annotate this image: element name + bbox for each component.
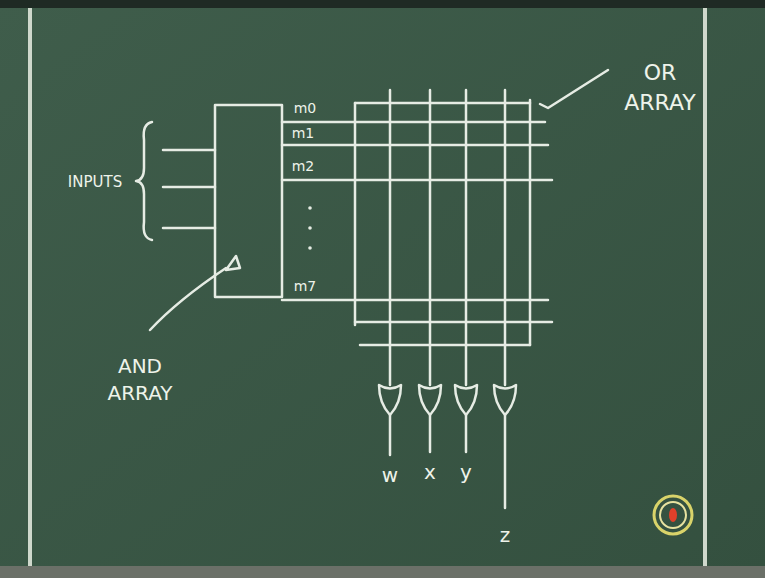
signal-name: m7 [294,277,317,296]
or-array-border [529,100,532,345]
pointer-dot [669,508,677,522]
output-name: y [460,459,472,486]
leader-line [540,70,608,108]
input-line [163,186,215,189]
or-array-column [504,90,507,385]
callout-label: AND ARRAY [98,353,183,407]
gate-output-line [389,415,392,455]
pointer-ring [654,496,692,534]
gate-output-line [429,415,432,452]
gate-output-line [504,415,507,508]
or-gate-symbol [455,385,477,415]
callout-label: OR ARRAY [613,58,708,117]
input-line [163,227,215,230]
gate-output-line [465,415,468,452]
signal-name: m1 [292,124,315,143]
or-array-column [429,90,432,385]
or-gate-symbol [494,385,516,415]
or-array-border [354,103,357,325]
leader-line [150,268,226,330]
input-label: INPUTS [68,172,122,192]
output-name: w [382,462,398,489]
board-frame-line [703,8,707,566]
dot [308,206,312,210]
chalk-tray [0,566,765,578]
pointer-ring [660,502,686,528]
input-brace [136,122,152,240]
minterm-line [282,144,548,147]
dot [308,226,312,230]
or-array-column [389,90,392,385]
signal-name: m0 [294,99,317,118]
output-name: z [500,522,511,549]
minterm-line [282,179,552,182]
or-array-column [465,90,468,385]
pointer-icon [654,496,692,534]
signal-name: m2 [292,157,315,176]
input-line [163,149,215,152]
or-array-line [355,321,552,324]
continuation-dots [308,206,312,250]
or-gate-symbol [379,385,401,415]
and-array-marker [226,256,240,270]
or-gate-symbol [419,385,441,415]
board-frame-line [28,8,32,566]
chalk-lines [136,70,608,508]
dot [308,246,312,250]
board-top-edge [0,0,765,8]
output-name: x [424,459,436,486]
minterm-line [282,299,548,302]
